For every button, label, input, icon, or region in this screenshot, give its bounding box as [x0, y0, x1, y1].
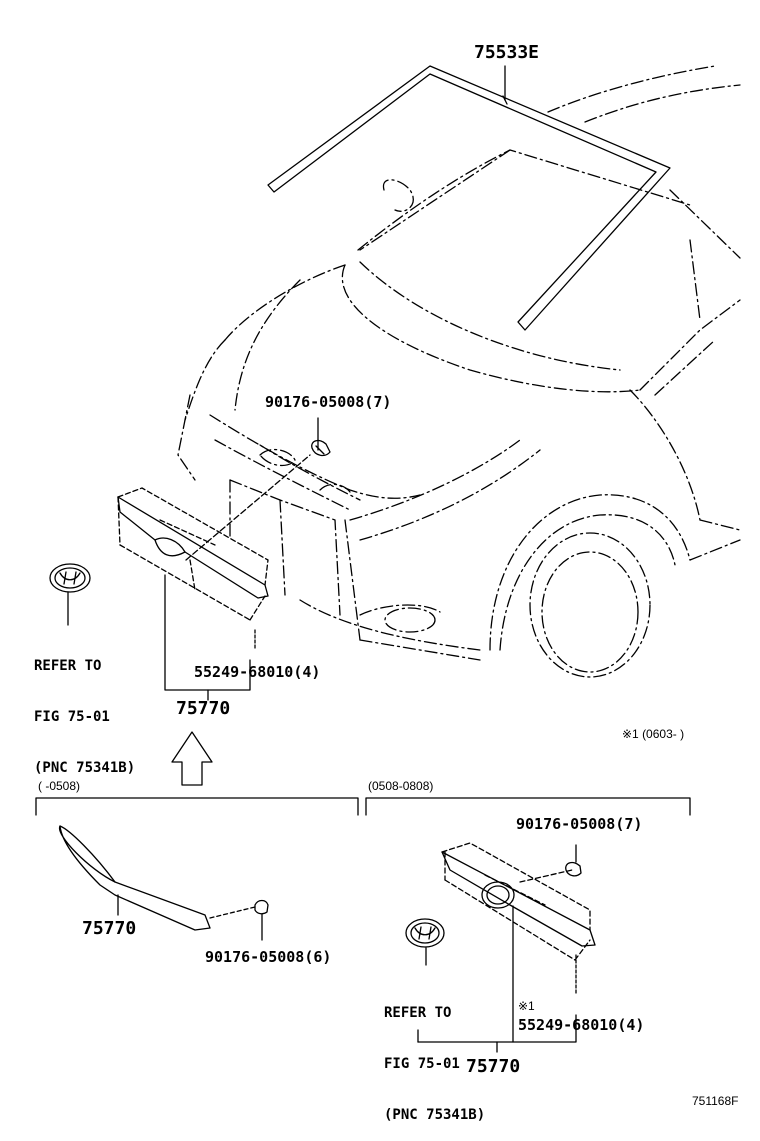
part-label-clip-left: 90176-05008(6)	[205, 948, 332, 966]
range-right: (0508-0808)	[368, 779, 434, 793]
part-label-clip-right: 90176-05008(7)	[516, 815, 643, 833]
emblem-bottom	[405, 918, 445, 948]
refer-line-2: FIG 75-01	[34, 709, 110, 725]
grille-top	[117, 487, 269, 621]
refer-line-3: (PNC 75341B)	[384, 1107, 486, 1123]
grille-left	[59, 825, 269, 941]
emblem-top	[49, 563, 91, 593]
range-left: ( -0508)	[38, 779, 81, 793]
part-label-75533e: 75533E	[474, 42, 540, 63]
parts-diagram	[35, 65, 741, 1053]
range-brackets	[35, 797, 691, 816]
refer-note-top: REFER TO FIG 75-01 (PNC 75341B)	[34, 624, 135, 794]
note-top-right: ※1 (0603- )	[622, 727, 685, 741]
part-label-clip-top: 90176-05008(7)	[265, 393, 392, 411]
refer-line-3: (PNC 75341B)	[34, 760, 136, 776]
part-label-screw-top: 55249-68010(4)	[194, 663, 321, 681]
refer-line-1: REFER TO	[34, 658, 102, 674]
grille-right	[417, 842, 596, 1053]
part-label-grille-right: 75770	[466, 1056, 521, 1077]
refer-line-1: REFER TO	[384, 1005, 452, 1021]
part-label-screw-right: 55249-68010(4)	[518, 1016, 645, 1034]
figure-id: 751168F	[692, 1094, 739, 1108]
note-right: ※1	[518, 999, 535, 1013]
car-body-outline	[177, 65, 741, 678]
windshield-molding	[267, 65, 671, 331]
up-arrow	[171, 731, 213, 786]
clip-top-part	[311, 439, 331, 457]
part-label-grille-top: 75770	[176, 698, 231, 719]
refer-line-2: FIG 75-01	[384, 1056, 460, 1072]
part-label-grille-left: 75770	[82, 918, 137, 939]
leader-lines-top	[67, 417, 319, 701]
